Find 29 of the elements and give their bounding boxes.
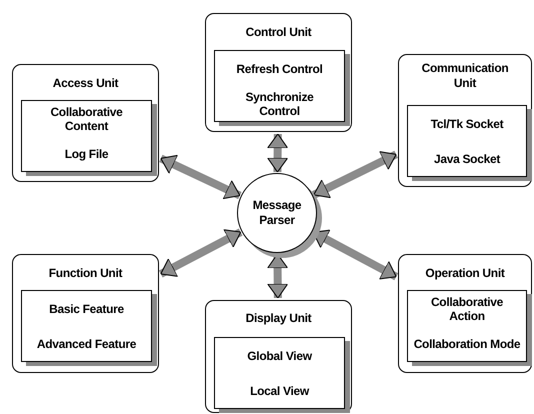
double-arrow [158,228,243,278]
component-label: Collaborative Action [430,294,504,322]
unit-heading: Function Unit [48,266,124,281]
unit-heading: Operation Unit [424,266,506,281]
component-label: Global View [247,348,312,362]
component-label: Synchronize Control [244,90,315,118]
unit-panel [12,64,159,182]
component-label: Tcl/Tk Socket [430,116,504,130]
component-label: Collaborative Content [49,104,124,132]
unit-heading: Control Unit [244,25,312,40]
unit-panel [12,254,159,373]
double-arrow [267,134,288,172]
component-label: Local View [250,384,309,398]
component-label: Basic Feature [49,302,124,316]
unit-heading: Display Unit [244,311,312,326]
component-label: Log File [64,146,108,160]
unit-heading: Access Unit [52,76,120,91]
component-label: Java Socket [434,152,500,166]
parser-label: Message Parser [252,198,302,228]
unit-panel [205,300,352,413]
component-label: Advanced Feature [36,336,136,350]
unit-panel [205,13,352,132]
double-arrow [159,154,242,200]
component-label: Collaboration Mode [414,336,520,350]
component-label: Refresh Control [236,62,323,76]
unit-heading: Communication Unit [420,61,510,91]
unit-panel [398,254,532,373]
double-arrow [312,150,398,198]
unit-panel [398,54,532,187]
